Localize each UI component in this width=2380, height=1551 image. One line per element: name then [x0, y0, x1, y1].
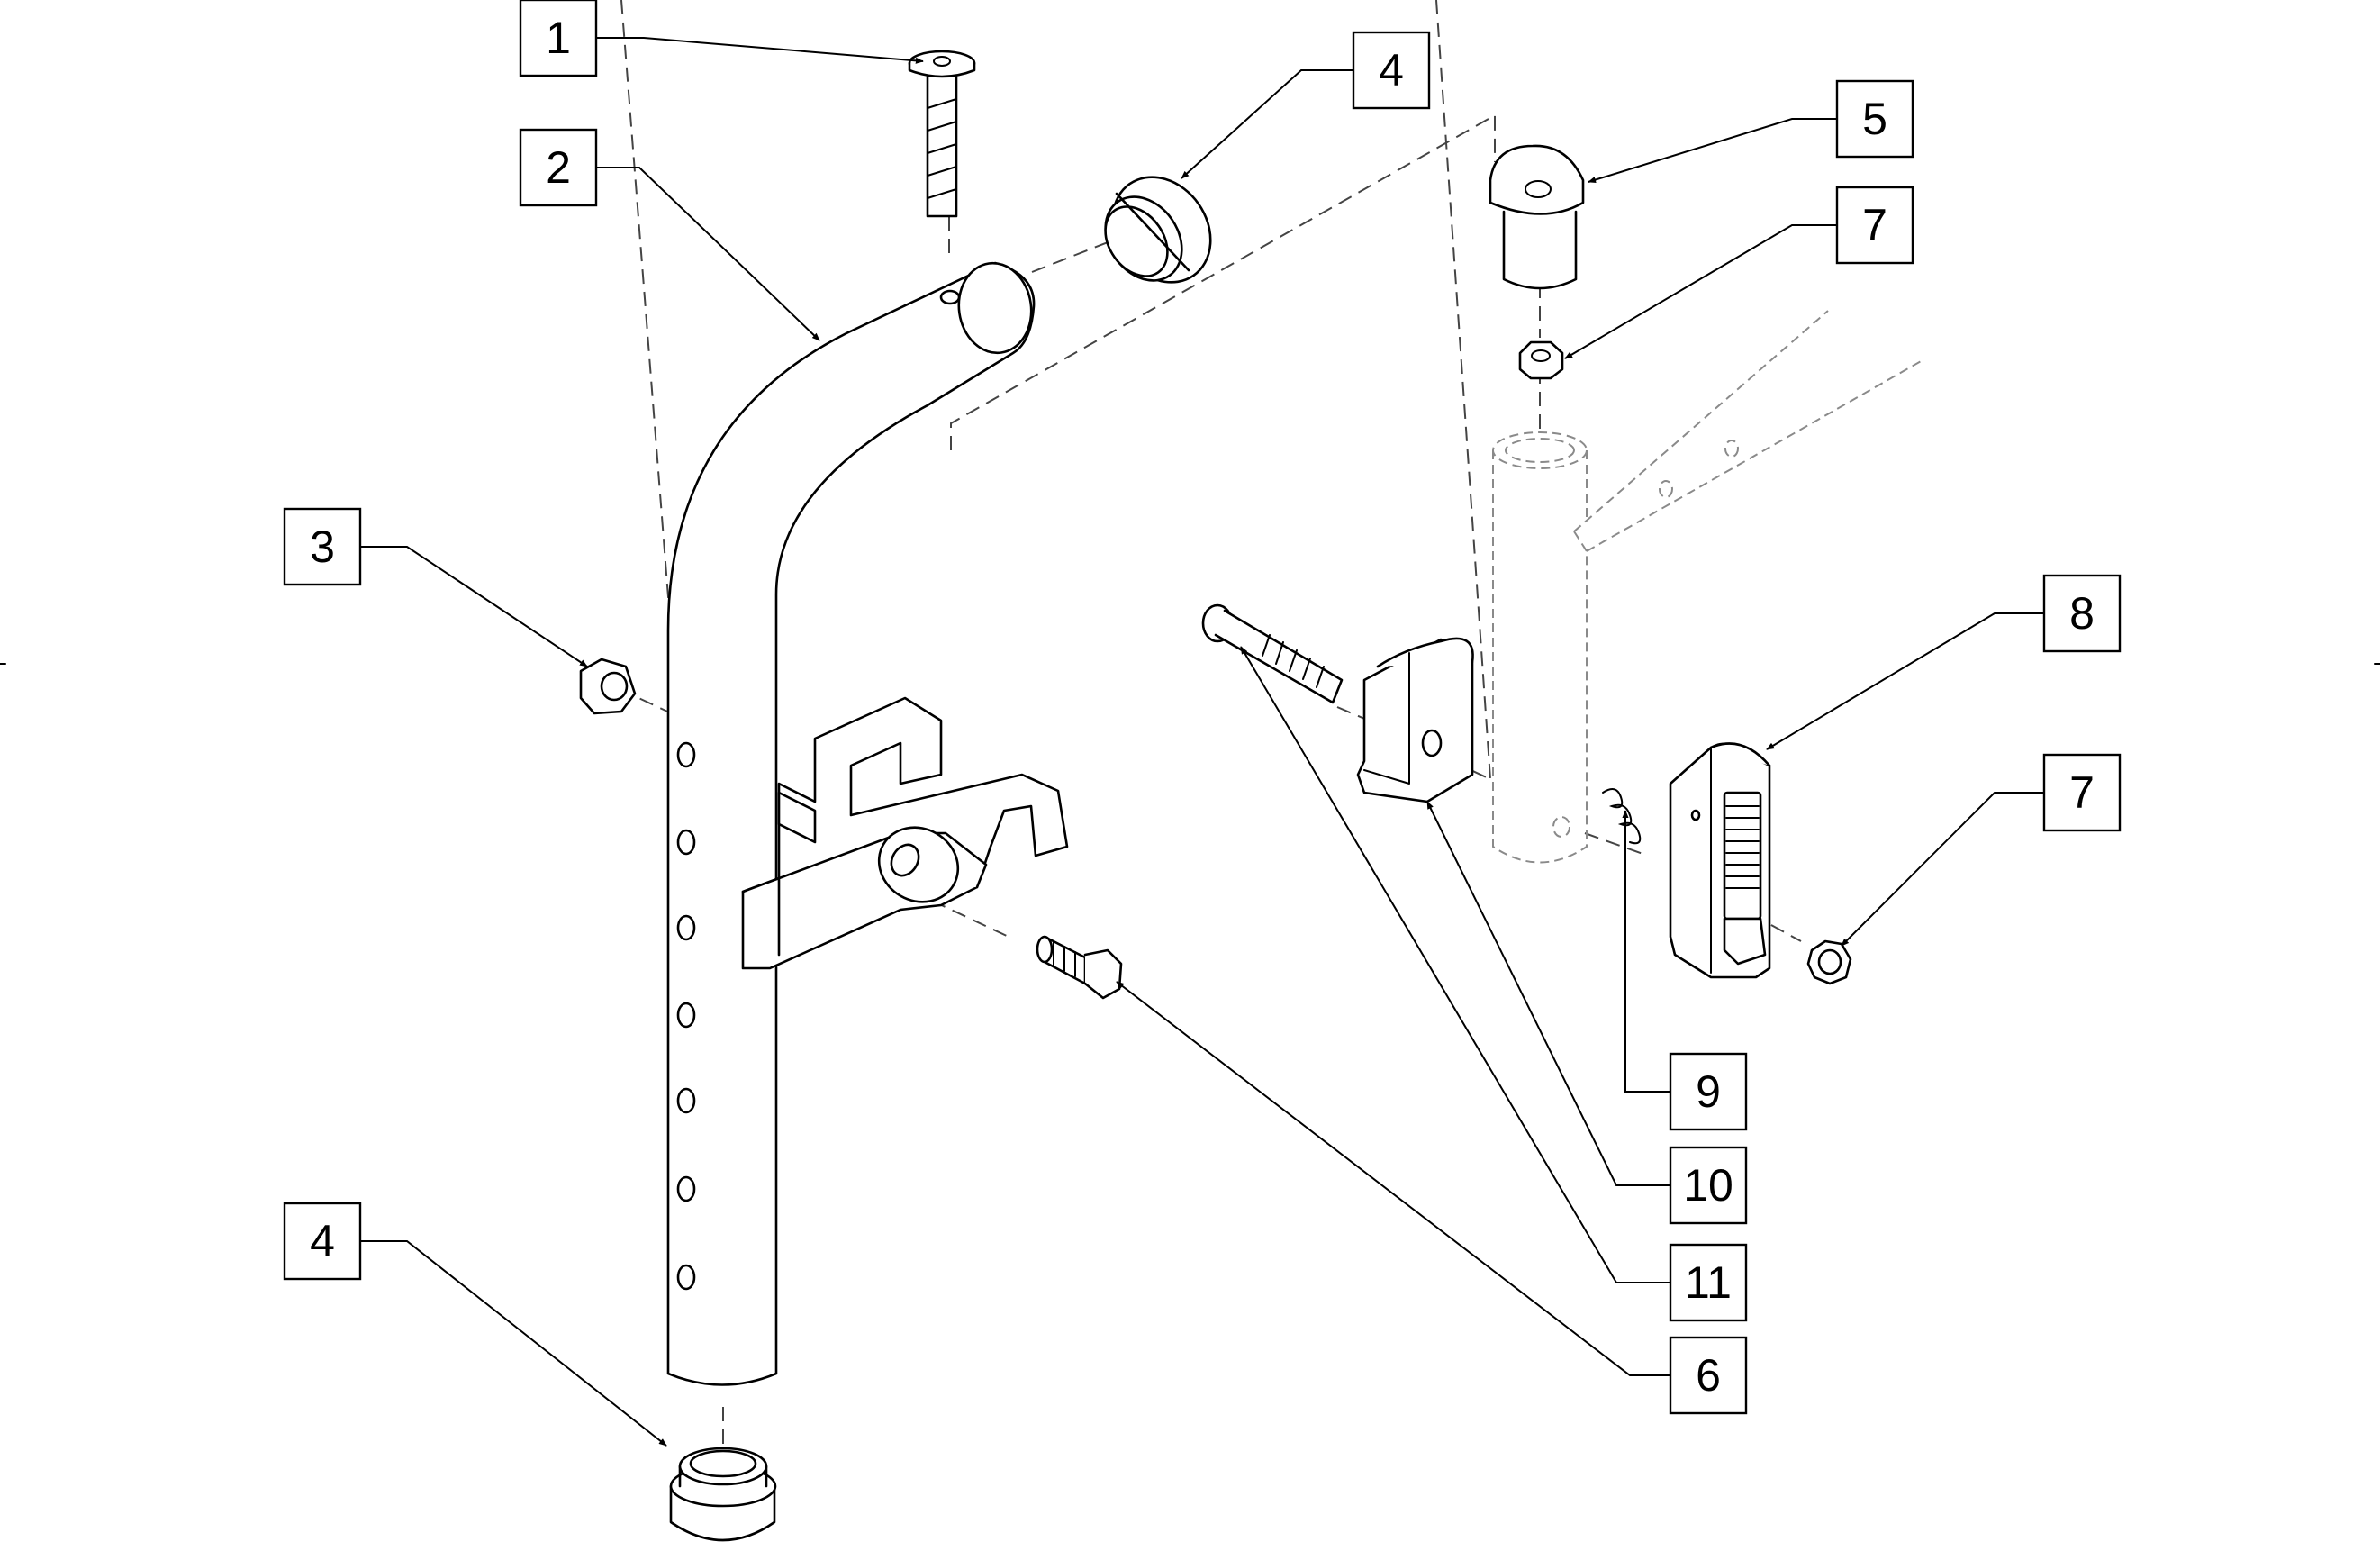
armrest-tube [666, 261, 1036, 1386]
nut-part-7-bottom [1806, 939, 1852, 985]
callout-label: 4 [1379, 45, 1404, 95]
end-cap-part-4-bottom [669, 1447, 777, 1542]
callout-label: 6 [1696, 1350, 1721, 1401]
callout-1: 1 [519, 0, 598, 77]
block-part-10 [1356, 637, 1474, 803]
callout-8: 8 [2042, 574, 2122, 653]
callout-9: 9 [1669, 1052, 1748, 1131]
callout-label: 11 [1685, 1257, 1732, 1308]
callout-5: 5 [1835, 79, 1914, 159]
latch-housing-part-8 [1669, 742, 1771, 979]
callout-6: 6 [1669, 1336, 1748, 1415]
ghost-frame-tube [1492, 310, 1923, 864]
callout-label: 8 [2069, 588, 2095, 639]
callout-label: 9 [1696, 1066, 1721, 1117]
callout-7-top: 7 [1835, 186, 1914, 265]
callout-7-bottom: 7 [2042, 753, 2122, 832]
callout-label: 5 [1862, 94, 1887, 144]
plug-part-4-top [1104, 176, 1212, 284]
screw-part-1 [908, 50, 976, 218]
long-bolt-part-11 [1201, 603, 1344, 704]
callout-label: 10 [1683, 1160, 1733, 1211]
callout-label: 7 [2069, 767, 2095, 818]
callout-3: 3 [283, 507, 362, 586]
callout-10: 10 [1669, 1146, 1748, 1225]
callout-2: 2 [519, 128, 598, 207]
callout-4-bottom: 4 [283, 1202, 362, 1281]
post-cap-part-5 [1489, 144, 1585, 290]
callout-4-top: 4 [1352, 31, 1431, 110]
nut-part-3 [579, 658, 637, 715]
clamp-bracket [741, 696, 1069, 970]
callout-label: 7 [1862, 200, 1887, 250]
bolt-part-6 [1036, 935, 1123, 1000]
callout-11: 11 [1669, 1243, 1748, 1322]
callout-label: 4 [310, 1216, 335, 1266]
callout-label: 3 [310, 522, 335, 572]
nut-part-7-top [1518, 340, 1564, 380]
leader-lines [360, 37, 2044, 1447]
spring-part-9 [1602, 788, 1642, 845]
callout-label: 1 [546, 13, 571, 63]
hidden-lines [619, 0, 1802, 1455]
callout-label: 2 [546, 142, 571, 193]
